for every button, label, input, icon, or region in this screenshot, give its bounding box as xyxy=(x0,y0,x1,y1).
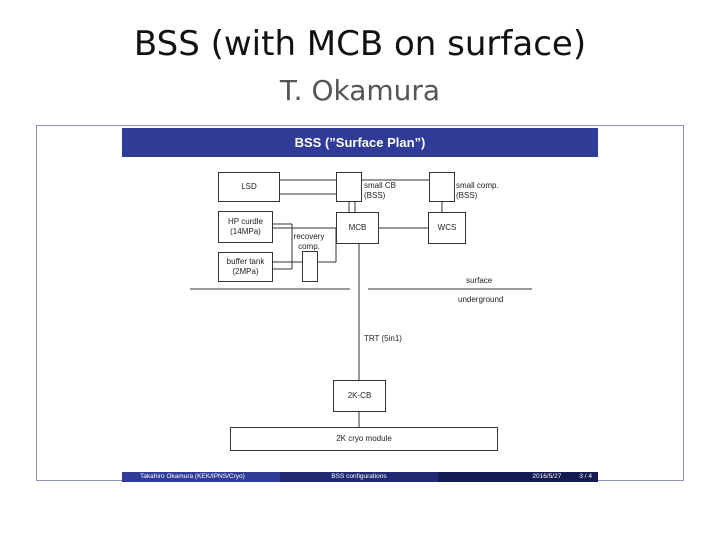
trt-label: TRT (5in1) xyxy=(364,334,402,343)
node-small-comp xyxy=(429,172,455,202)
node-mcb: MCB xyxy=(336,212,379,244)
footer-author: Takahiro Okamura (KEK/IPNS/Cryo) xyxy=(122,472,280,482)
recovery-comp-label: recovery comp. xyxy=(293,232,325,251)
small-cb-label: small CB (BSS) xyxy=(364,181,397,200)
surface-label: surface xyxy=(466,276,493,285)
node-buffer-tank: buffer tank (2MPa) xyxy=(218,252,273,282)
footer-date-page: 2016/5/27 3 / 4 xyxy=(438,472,598,482)
node-lsd-label: LSD xyxy=(241,182,257,192)
page-subtitle: T. Okamura xyxy=(279,74,441,107)
slide-header: BSS (”Surface Plan”) xyxy=(122,128,598,157)
node-buffer-tank-label: buffer tank (2MPa) xyxy=(226,257,265,276)
slide-footer: Takahiro Okamura (KEK/IPNS/Cryo) BSS con… xyxy=(122,472,598,482)
node-2k-cryo-module-label: 2K cryo module xyxy=(336,434,392,444)
node-2k-cb-label: 2K-CB xyxy=(347,391,372,401)
node-2k-cb: 2K-CB xyxy=(333,380,386,412)
footer-date: 2016/5/27 xyxy=(532,473,562,480)
footer-topic: BSS configurations xyxy=(280,472,438,482)
node-lsd: LSD xyxy=(218,172,280,202)
node-wcs: WCS xyxy=(428,212,466,244)
node-2k-cryo-module: 2K cryo module xyxy=(230,427,498,451)
node-hp-curdle: HP curdle (14MPa) xyxy=(218,211,273,243)
footer-page: 3 / 4 xyxy=(579,473,592,480)
slide: BSS (”Surface Plan”) xyxy=(122,128,598,482)
node-hp-curdle-label: HP curdle (14MPa) xyxy=(228,217,263,236)
underground-label: underground xyxy=(458,295,504,304)
node-mcb-label: MCB xyxy=(348,223,367,233)
small-comp-label: small comp. (BSS) xyxy=(456,181,499,200)
page-title: BSS (with MCB on surface) xyxy=(133,24,587,64)
node-small-cb xyxy=(336,172,362,202)
node-wcs-label: WCS xyxy=(437,223,457,233)
node-recovery-comp xyxy=(302,251,318,282)
